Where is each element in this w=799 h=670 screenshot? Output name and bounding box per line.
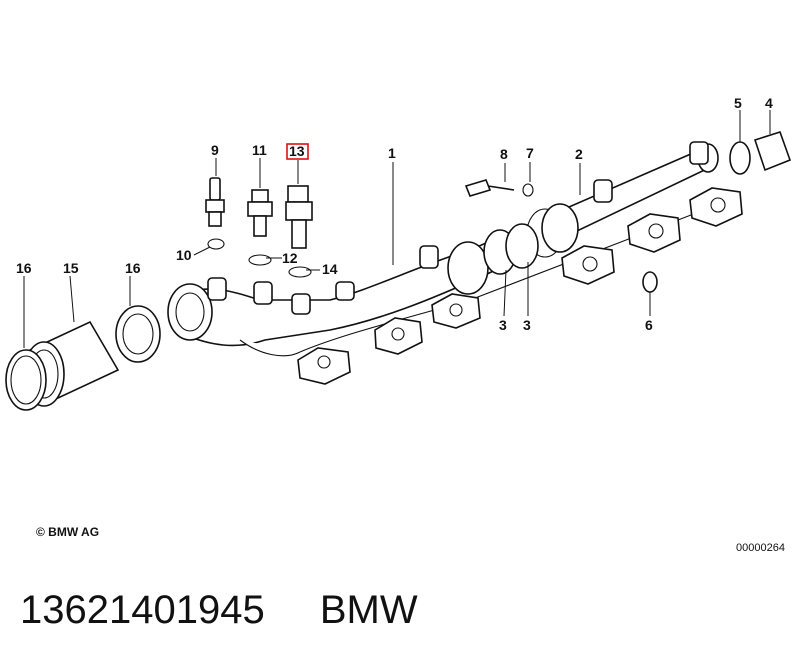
callout-13-highlight-box: [286, 143, 309, 160]
brand-name: BMW: [319, 588, 418, 632]
callout-13: 13: [289, 143, 305, 159]
callout-8: 8: [500, 146, 508, 162]
footer-caption: 13621401945 BMW: [20, 588, 418, 633]
callout-3b: 3: [523, 317, 531, 333]
callout-3a: 3: [499, 317, 507, 333]
callout-7: 7: [526, 145, 534, 161]
callout-11: 11: [252, 142, 267, 158]
callout-5: 5: [734, 95, 742, 111]
fuel-rail: [167, 143, 731, 357]
callout-16b: 16: [125, 260, 141, 276]
callout-6: 6: [645, 317, 653, 333]
leader-lines: [23, 110, 771, 348]
callout-12: 12: [282, 250, 298, 266]
callout-1: 1: [388, 145, 396, 161]
parts-diagram: 1 2 3 3 4 5 6 7 8 9 10 11 12 13 14 15 16…: [5, 95, 792, 411]
end-fittings: [464, 131, 792, 293]
sensor-fittings: [205, 177, 313, 278]
callout-14: 14: [322, 261, 338, 277]
callout-4: 4: [765, 95, 773, 111]
callout-2: 2: [575, 146, 583, 162]
rail-mounting-flanges: [297, 187, 743, 385]
callout-9: 9: [211, 142, 219, 158]
callout-10: 10: [176, 247, 192, 263]
part-number: 13621401945: [20, 588, 265, 632]
callout-labels: 1 2 3 3 4 5 6 7 8 9 10 11 12 13 14 15 16…: [16, 95, 773, 333]
hose-and-clamps: [5, 305, 161, 411]
copyright-notice: © BMW AG: [36, 525, 100, 539]
callout-16a: 16: [16, 260, 32, 276]
diagram-id: 00000264: [736, 542, 785, 554]
pipe-bosses: [207, 141, 709, 315]
callout-15: 15: [63, 260, 79, 276]
